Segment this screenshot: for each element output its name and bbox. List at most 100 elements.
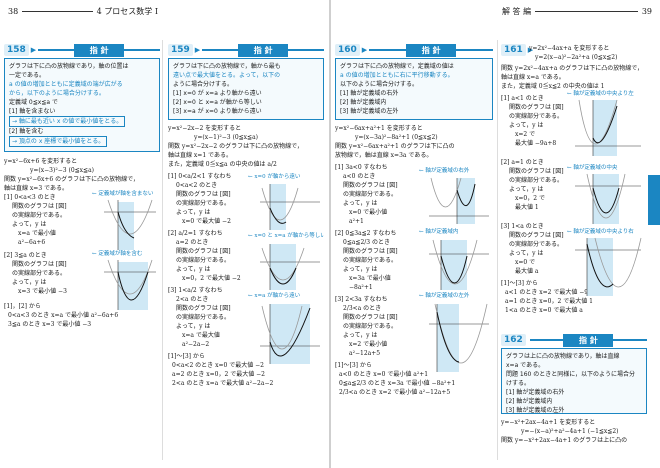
- problem-158-column: 158 ▶ 指 針 グラフは下に凸の放物線であり，軸の位置は 一定である。 a …: [4, 42, 160, 462]
- hint-line: → 軸に最も近い x の値で最小値をとる。: [9, 116, 126, 127]
- parabola-graph-160-1: [427, 176, 491, 226]
- body-line: a<1 のとき x=2 で最大値 −9a+8: [505, 289, 601, 296]
- body-line: [2] a=1 のとき: [501, 159, 544, 166]
- parabola-graph-159-1: [258, 182, 322, 232]
- body-line: 関数のグラフは [図]: [176, 305, 231, 312]
- hint-line: [2] 軸が定義域内: [506, 398, 553, 405]
- body-line: の実線部分である。: [176, 257, 230, 264]
- body-line: y=(x−3)²−3 (0≦x≦a): [30, 167, 94, 174]
- margin-note: ← 軸が定義域の中央: [567, 165, 618, 171]
- body-line: [1]〜[3] から: [501, 280, 538, 287]
- body-line: よって，y は: [343, 332, 378, 339]
- body-line: よって，y は: [509, 122, 544, 129]
- body-line: よって，y は: [509, 250, 544, 257]
- problem-159-number: 159: [168, 44, 193, 56]
- body-line: よって，y は: [12, 279, 47, 286]
- column-divider: [162, 40, 163, 460]
- body-line: y=2x²−4ax+a を変形すると: [529, 45, 610, 52]
- body-line: 関数のグラフは [図]: [12, 261, 67, 268]
- hint-line: [3] 軸が定義域の左外: [506, 407, 565, 414]
- right-page: 解 答 編 39 160 ▶ 指 針 グラフは下に凸の放物線で，定義域の値は a…: [331, 0, 660, 468]
- problem-162-header: 162 指 針: [501, 332, 647, 348]
- body-line: 関数のグラフは [図]: [176, 248, 231, 255]
- play-icon[interactable]: ▶: [361, 46, 368, 54]
- body-line: 0<a<3 のとき x=a で最小値 a²−6a+6: [8, 312, 119, 319]
- hint-label: 指 針: [74, 43, 125, 57]
- problem-161-column: 161 ▶ y=2x²−4ax+a を変形すると y=2(x−a)²−2a²+a…: [501, 42, 647, 462]
- body-line: x=0 で最小値: [349, 209, 388, 216]
- body-line: y=(x−3a)²−8a²+1 (0≦x≦2): [355, 134, 438, 141]
- hint-line: [1] 軸を含まない: [9, 108, 56, 115]
- body-line: y=(x−1)²−3 (0≦x≦a): [194, 134, 258, 141]
- body-line: [3] 1<a のとき: [501, 223, 544, 230]
- margin-note: ← 定義域が軸を含む: [92, 251, 143, 257]
- left-running-head: 38 4 プロセス数学 I: [8, 5, 158, 17]
- margin-note: ← x=0 と x=a が軸から等しい: [248, 233, 324, 239]
- problem-160-number: 160: [335, 44, 360, 56]
- problem-162-body: y=−x²+2ax−4a+1 を変形すると y=−(x−a)²+a²−4a+1 …: [501, 418, 627, 445]
- body-line: 関数 y=2x²−4ax+a のグラフは下に凸の放物線で，: [501, 65, 644, 72]
- play-icon[interactable]: ▶: [527, 46, 534, 54]
- left-page-number: 38: [8, 6, 19, 16]
- body-line: 放物線で，軸は直線 x=3a である。: [335, 152, 433, 159]
- body-line: [1] 0<a/2<1 すなわち: [168, 173, 232, 180]
- body-line: x=3 で最小値 −3: [18, 288, 67, 295]
- body-line: 軸は直線 x=1 である。: [168, 152, 232, 159]
- body-line: の実線部分である。: [343, 257, 397, 264]
- body-line: [1]，[2] から: [4, 303, 41, 310]
- body-line: よって，y は: [176, 266, 211, 273]
- body-line: 1<a のとき x=0 で最大値 a: [505, 307, 583, 314]
- parabola-graph-158-2: [102, 258, 158, 312]
- play-icon[interactable]: ▶: [194, 46, 201, 54]
- problem-159-header: 159 ▶ 指 針: [168, 42, 324, 58]
- body-line: y=−x²+2ax−4a+1 を変形すると: [501, 419, 596, 426]
- body-line: の実線部分である。: [509, 241, 563, 248]
- hint-line: [3] x=a が x=0 より軸から遠い: [173, 108, 262, 115]
- body-line: a=1 のとき x=0，2 で最大値 1: [505, 298, 593, 305]
- parabola-graph-160-2: [427, 238, 491, 292]
- parabola-graph-159-3: [258, 302, 322, 366]
- body-line: x=0，2 で: [515, 195, 545, 202]
- body-line: x=3a で最小値: [349, 275, 391, 282]
- right-running-head: 解 答 編 39: [502, 5, 652, 17]
- body-line: a²−6a+6: [18, 239, 46, 246]
- hint-line: [1] x=0 が x=a より軸から遠い: [173, 90, 262, 97]
- body-line: 最大値 −9a+8: [515, 140, 557, 147]
- hint-label: 指 針: [238, 43, 289, 57]
- body-line: 軸は直線 x=a である。: [501, 74, 565, 81]
- margin-note: ← 軸が定義域の右外: [419, 168, 470, 174]
- body-line: また，定義域 0≦x≦2 の中央の値は 1: [501, 83, 605, 90]
- header-rule: [529, 339, 564, 341]
- body-line: y=−(x−a)²+a²−4a+1 (−1≦x≦2): [521, 428, 619, 435]
- body-line: x=0，2 で最大値 −2: [182, 275, 241, 282]
- hint-line: ように場合分けする。: [173, 81, 234, 88]
- body-line: 関数のグラフは [図]: [509, 232, 564, 239]
- body-line: [1]〜[3] から: [168, 353, 205, 360]
- body-line: よって，y は: [343, 200, 378, 207]
- body-line: x=2 で最小値: [349, 341, 388, 348]
- body-line: a<0 のとき: [343, 173, 376, 180]
- section-title: 解 答 編: [502, 6, 532, 16]
- right-page-number: 39: [641, 6, 652, 16]
- body-line: 関数 y=x²−2x−2 のグラフは下に凸の放物線で，: [168, 143, 303, 150]
- book-gutter: [329, 0, 331, 468]
- problem-162-number: 162: [501, 334, 526, 346]
- problem-158-hint-box: グラフは下に凸の放物線であり，軸の位置は 一定である。 a の値の増加とともに定…: [4, 58, 160, 152]
- body-line: [1]〜[3] から: [335, 362, 372, 369]
- problem-160-body: y=x²−6ax+a²+1 を変形すると y=(x−3a)²−8a²+1 (0≦…: [335, 124, 455, 397]
- body-line: 関数 y=−x²+2ax−4a+1 のグラフは上に凸の: [501, 437, 628, 444]
- body-line: の実線部分である。: [176, 314, 230, 321]
- play-icon[interactable]: ▶: [30, 46, 37, 54]
- hint-line: 一定である。: [9, 72, 45, 79]
- body-line: 2/3<a のとき x=2 で最小値 a²−12a+5: [339, 389, 451, 396]
- problem-158-number: 158: [4, 44, 29, 56]
- hint-label: 指 針: [406, 43, 457, 57]
- problem-160-column: 160 ▶ 指 針 グラフは下に凸の放物線で，定義域の値は a の値の増加ととも…: [335, 42, 493, 462]
- hint-line: グラフは下に凸の放物線で，定義域の値は: [340, 63, 454, 70]
- margin-note: ← x=0 が軸から遠い: [248, 174, 301, 180]
- hint-line: 問題 160 のときと同様に，以下のように場合分: [506, 371, 635, 378]
- parabola-graph-161-1: [573, 98, 643, 158]
- problem-158-body: y=x²−6x+6 を変形すると y=(x−3)²−3 (0≦x≦a) 関数 y…: [4, 157, 139, 329]
- problem-161-intro: y=2x²−4ax+a を変形すると y=2(x−a)²−2a²+a (0≦x≦…: [529, 44, 617, 62]
- body-line: [2] a/2=1 すなわち: [168, 230, 223, 237]
